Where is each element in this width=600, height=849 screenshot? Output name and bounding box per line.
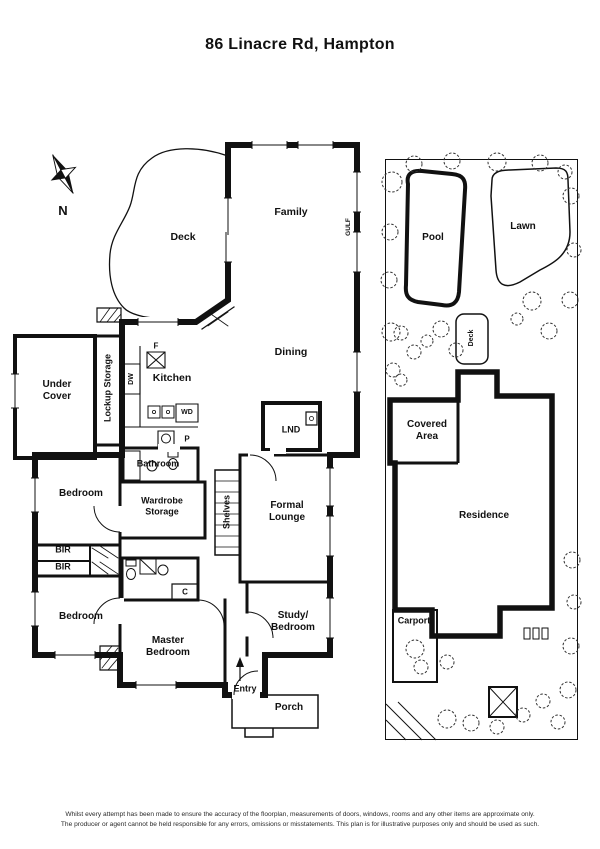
disclaimer-line2: The producer or agent cannot be held res… bbox=[60, 820, 540, 828]
room-label-lockup-storage: Lockup Storage bbox=[102, 353, 113, 423]
site-label-covered-area: Covered Area bbox=[406, 419, 447, 442]
room-label-deck: Deck bbox=[170, 230, 196, 243]
siteplan-linework bbox=[385, 159, 578, 741]
room-label-bedroom-front: Bedroom bbox=[59, 488, 103, 500]
family-window-note: GULF bbox=[345, 218, 353, 236]
room-label-bir-lower: BIR bbox=[55, 561, 71, 572]
fixture-label-fridge: F bbox=[153, 341, 159, 351]
room-label-under-cover: Under Cover bbox=[42, 379, 72, 402]
site-label-lawn: Lawn bbox=[510, 221, 536, 233]
compass: N bbox=[40, 150, 86, 218]
fixture-label-washer-dryer: WD bbox=[181, 408, 193, 416]
site-label-pool: Pool bbox=[422, 232, 444, 244]
site-label-residence: Residence bbox=[458, 510, 510, 522]
room-label-master-bedroom: Master Bedroom bbox=[146, 635, 190, 658]
page-title: 86 Linacre Rd, Hampton bbox=[205, 36, 395, 53]
room-label-bir-upper: BIR bbox=[55, 544, 71, 555]
tree-icons bbox=[380, 152, 582, 735]
room-label-bathroom: Bathroom bbox=[136, 458, 180, 469]
room-label-family: Family bbox=[274, 205, 308, 218]
fixture-label-dishwasher: DW bbox=[127, 373, 135, 385]
room-label-dining: Dining bbox=[274, 345, 308, 358]
disclaimer-line1: Whilst every attempt has been made to en… bbox=[65, 811, 535, 818]
room-label-bedroom-rear: Bedroom bbox=[59, 611, 103, 623]
room-label-porch: Porch bbox=[274, 702, 304, 714]
site-label-deck: Deck bbox=[467, 329, 475, 347]
floorplan-doors bbox=[93, 444, 286, 699]
compass-north-label: N bbox=[58, 203, 68, 218]
fixture-label-pantry: P bbox=[184, 434, 190, 444]
floorplan-windows bbox=[10, 140, 362, 690]
room-label-study-bedroom: Study/ Bedroom bbox=[271, 610, 315, 633]
site-label-carport: Carport bbox=[397, 615, 431, 626]
compass-needle-icon bbox=[50, 154, 77, 194]
fixture-label-cupboard: C bbox=[182, 587, 188, 597]
room-label-shelves: Shelves bbox=[221, 494, 232, 530]
room-label-kitchen: Kitchen bbox=[152, 371, 192, 384]
floorplan-fixtures bbox=[122, 346, 318, 681]
room-label-wardrobe-storage: Wardrobe Storage bbox=[141, 495, 183, 516]
disclaimer: Whilst every attempt has been made to en… bbox=[8, 810, 592, 830]
room-label-formal-lounge: Formal Lounge bbox=[268, 500, 306, 523]
room-label-entry: Entry bbox=[233, 683, 257, 694]
room-label-laundry: LND bbox=[281, 424, 301, 435]
